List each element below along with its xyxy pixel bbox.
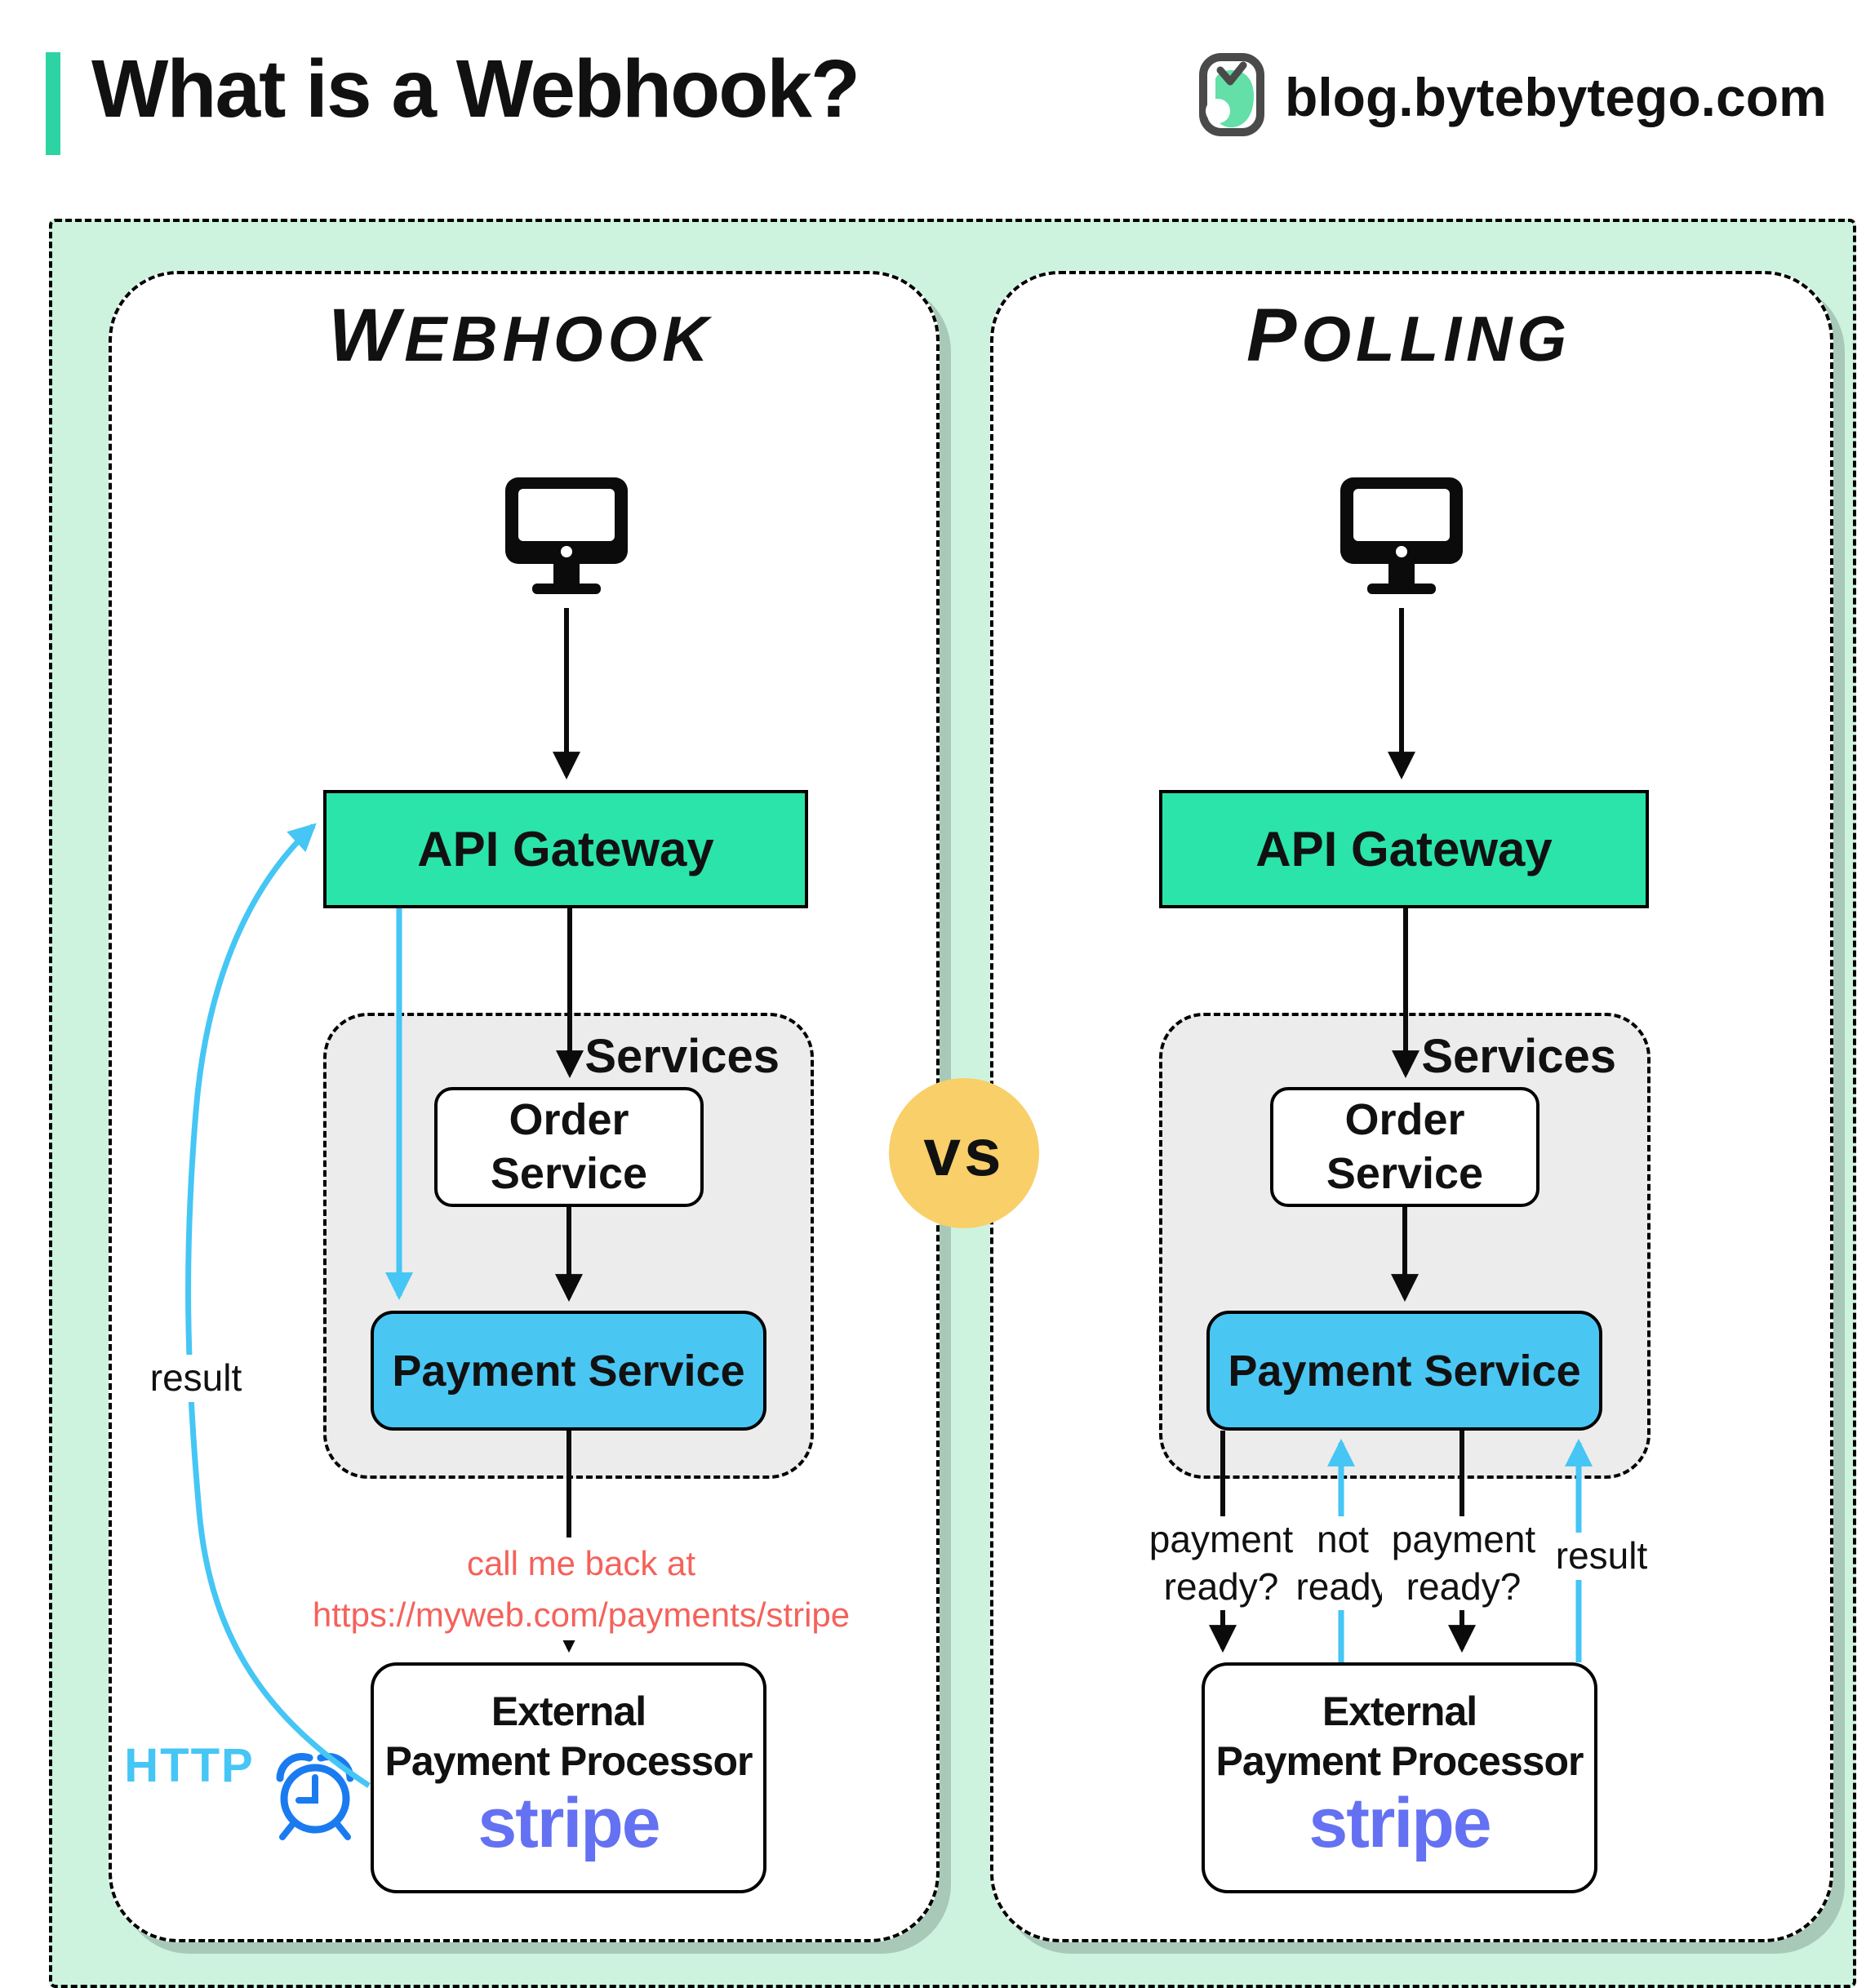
polling-not-ready-label: not ready xyxy=(1294,1516,1392,1610)
polling-result-label: result xyxy=(1540,1533,1663,1580)
label-line: ready? xyxy=(1163,1564,1279,1608)
webhook-order-service-box: Order Service xyxy=(434,1087,704,1207)
external-processor-label: External xyxy=(491,1688,646,1734)
client-monitor-icon xyxy=(497,476,636,609)
services-group-label: Services xyxy=(1421,1030,1616,1083)
webhook-payment-service-box: Payment Service xyxy=(371,1311,766,1431)
site-branding: blog.bytebytego.com xyxy=(1198,52,1827,141)
polling-payment-service-box: Payment Service xyxy=(1206,1311,1602,1431)
webhook-external-processor-box: External Payment Processor stripe xyxy=(371,1662,766,1893)
order-service-label: Order xyxy=(509,1094,629,1144)
polling-payment-ready-label-2: payment ready? xyxy=(1382,1516,1545,1610)
vs-badge: vs xyxy=(889,1078,1039,1228)
webhook-result-label: result xyxy=(114,1355,278,1402)
label-line: payment xyxy=(1391,1518,1536,1560)
order-service-label: Order xyxy=(1344,1094,1465,1144)
page-title: What is a Webhook? xyxy=(91,43,860,135)
stripe-logo-wordmark: stripe xyxy=(478,1784,660,1862)
webhook-api-gateway-box: API Gateway xyxy=(323,790,808,908)
title-accent-bar xyxy=(46,52,60,155)
label-line: not xyxy=(1317,1518,1369,1560)
external-processor-label: External xyxy=(1322,1688,1477,1734)
polling-payment-ready-label-1: payment ready? xyxy=(1140,1516,1303,1610)
webhook-callback-url-text: call me back at https://myweb.com/paymen… xyxy=(247,1538,916,1640)
polling-external-processor-box: External Payment Processor stripe xyxy=(1202,1662,1597,1893)
bytebytego-logo-icon xyxy=(1198,52,1265,141)
alarm-clock-icon xyxy=(268,1746,362,1847)
stripe-logo-wordmark: stripe xyxy=(1308,1784,1491,1862)
polling-panel-title: Polling xyxy=(1246,293,1572,377)
services-group-label: Services xyxy=(584,1030,780,1083)
external-processor-label: Payment Processor xyxy=(1215,1738,1584,1784)
external-processor-label: Payment Processor xyxy=(384,1738,753,1784)
client-monitor-icon xyxy=(1332,476,1471,609)
label-line: ready? xyxy=(1406,1564,1522,1608)
label-line: payment xyxy=(1148,1518,1294,1560)
polling-api-gateway-box: API Gateway xyxy=(1159,790,1649,908)
webhook-http-label: HTTP xyxy=(124,1739,255,1792)
webhook-panel-title: Webhook xyxy=(328,293,713,377)
callback-url: https://myweb.com/payments/stripe xyxy=(312,1595,851,1634)
polling-order-service-box: Order Service xyxy=(1270,1087,1539,1207)
label-line: ready xyxy=(1295,1564,1390,1608)
site-name: blog.bytebytego.com xyxy=(1285,66,1827,127)
order-service-label: Service xyxy=(1326,1148,1484,1198)
order-service-label: Service xyxy=(490,1148,648,1198)
callback-text-line1: call me back at xyxy=(466,1544,696,1582)
